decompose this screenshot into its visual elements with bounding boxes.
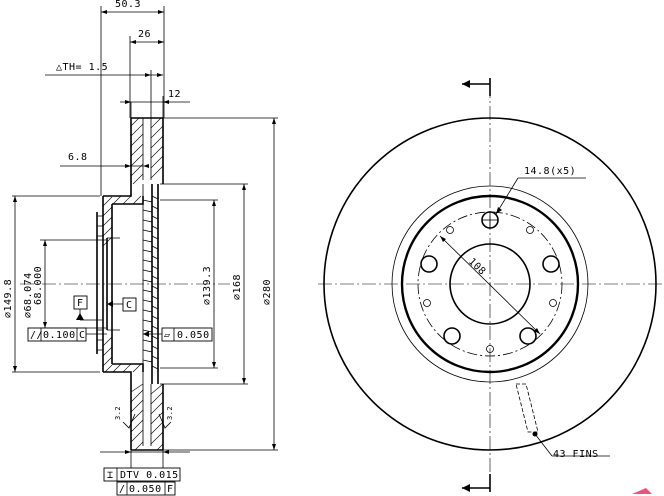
fins-label: 43 FINS — [553, 449, 599, 460]
bolt-holes — [420, 211, 560, 345]
flatness-symbol: ▱ — [164, 330, 171, 341]
hat-circle — [400, 194, 580, 374]
bolt-hole — [519, 327, 537, 345]
datum-c-label: C — [126, 300, 133, 311]
dim-pcd-139: ⌀139.3 — [202, 266, 213, 305]
small-hole — [486, 345, 494, 353]
small-hole — [423, 299, 431, 307]
small-hole — [446, 226, 454, 234]
section-arrow-bottom — [462, 474, 491, 492]
bolt-hole-label: 14.8(x5) — [524, 166, 576, 177]
side-view: 50.3 26 △TH= 1.5 12 6.8 — [3, 0, 278, 496]
fin-teeth — [142, 195, 159, 370]
bottom-frames — [100, 450, 190, 496]
datum-f-label: F — [77, 298, 84, 309]
roughness-1: 3.2 — [114, 406, 122, 420]
friction-inner-circle — [391, 185, 589, 383]
datum-c — [107, 297, 137, 312]
runout-bottom-value: 0.050 — [129, 484, 162, 495]
dim-overall-width: 50.3 — [115, 0, 141, 10]
bolt-hole — [443, 327, 461, 345]
dtv-label: DTV 0.015 — [120, 470, 179, 481]
dim-disc-thickness: 12 — [168, 89, 181, 100]
roughness-marks — [122, 413, 172, 429]
small-hole — [526, 226, 534, 234]
bolt-hole-leader — [495, 177, 586, 215]
flatness-frame — [143, 327, 213, 342]
runout-left-datum: C — [79, 330, 86, 341]
runout-frame-left — [27, 327, 107, 342]
corner-mark — [632, 488, 652, 494]
dim-bore-upper: ⌀68.074 — [23, 272, 34, 318]
dim-dia-149: ⌀149.8 — [3, 279, 14, 318]
dim-bore-lower: 68.000 — [33, 266, 44, 305]
dim-dia-168: ⌀168 — [232, 274, 243, 300]
runout-left-value: 0.100 — [43, 330, 76, 341]
roughness-2: 3.2 — [166, 406, 174, 420]
fins-indicator — [515, 383, 610, 457]
outer-diameter-circle — [323, 117, 657, 451]
dim-hub-width: 26 — [138, 29, 151, 40]
runout-bottom-datum: F — [167, 484, 174, 495]
small-hole — [549, 299, 557, 307]
dtv-symbol: ⌶ — [107, 470, 114, 481]
section-arrow-top — [462, 78, 491, 96]
dim-hat-offset: 6.8 — [68, 152, 88, 163]
top-dimensions — [45, 6, 190, 196]
bolt-hole — [542, 255, 560, 273]
locating-holes — [423, 226, 557, 353]
datum-f — [73, 295, 103, 321]
front-view: 14.8(x5) 108 43 FINS — [318, 78, 664, 494]
vertical-dimensions — [12, 117, 278, 451]
pcd-dimension — [439, 235, 541, 335]
flatness-value: 0.050 — [177, 330, 210, 341]
dim-dia-280: ⌀280 — [262, 279, 273, 305]
runout-bottom-symbol: / — [119, 484, 126, 495]
pcd-label: 108 — [466, 256, 488, 278]
bolt-hole — [420, 255, 438, 273]
section-hatching — [102, 117, 164, 451]
dim-th: △TH= 1.5 — [56, 62, 108, 73]
center-bore — [449, 243, 531, 325]
runout-left-symbol: // — [30, 330, 43, 341]
